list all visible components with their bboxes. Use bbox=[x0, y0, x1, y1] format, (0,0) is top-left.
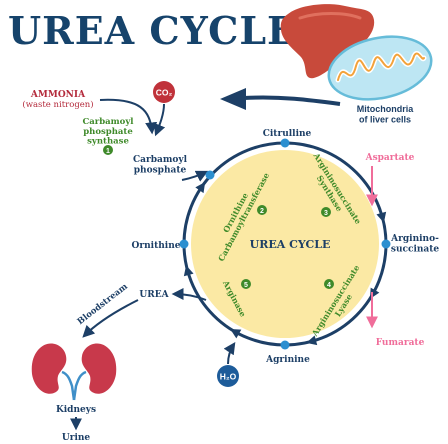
urea-label: UREA bbox=[139, 290, 169, 300]
enzyme-3-badge bbox=[321, 207, 331, 217]
enzyme-5-number: 5 bbox=[244, 282, 248, 289]
cycle-arrowhead-5 bbox=[183, 265, 194, 277]
cycle-arrowhead-3 bbox=[306, 335, 318, 346]
liver-icon bbox=[280, 4, 375, 79]
enzyme-5-badge bbox=[241, 279, 251, 289]
ammonia-label: AMMONIA bbox=[30, 90, 86, 100]
co2-label: CO₂ bbox=[156, 88, 173, 98]
citrulline-label: Citrulline bbox=[263, 129, 312, 139]
enzyme-1-badge bbox=[103, 145, 113, 155]
co2-bubble bbox=[153, 81, 175, 103]
mitochondria-icon bbox=[327, 35, 433, 101]
bloodstream-arrow bbox=[82, 299, 139, 338]
citrulline-node bbox=[280, 138, 290, 148]
h2o-bubble bbox=[217, 365, 239, 387]
arginine-label: Agrinine bbox=[265, 355, 310, 365]
cycle-arrowhead-6 bbox=[195, 182, 206, 194]
fumarate-label: Fumarate bbox=[376, 338, 425, 348]
co2-arrow bbox=[153, 103, 166, 137]
carbamoyl-to-cycle-arrow bbox=[181, 170, 209, 182]
ammonia-sublabel: (waste nitrogen) bbox=[22, 99, 93, 110]
ammonia-arrow bbox=[99, 98, 158, 135]
argininosuccinate-node bbox=[381, 239, 391, 249]
kidneys-icon bbox=[31, 343, 117, 401]
enzyme-4-badge bbox=[324, 279, 334, 289]
cycle-arrowhead-4 bbox=[230, 329, 242, 339]
enzyme-2-badge bbox=[257, 205, 267, 215]
ornithine-node bbox=[179, 239, 189, 249]
enzyme-2-number: 2 bbox=[260, 208, 264, 215]
ornithine-label: Ornithine bbox=[132, 241, 181, 251]
cycle-direction-arrows bbox=[183, 182, 387, 346]
enzyme-4-number: 4 bbox=[327, 282, 331, 289]
enzyme-1-number: 1 bbox=[106, 148, 110, 155]
mitochondria-arrow bbox=[243, 95, 341, 106]
cycle-arrowhead-1 bbox=[376, 211, 387, 223]
argininosuccinate-label: Arginino-succinate bbox=[390, 234, 439, 254]
enzyme-3-number: 3 bbox=[324, 210, 328, 217]
arginine-node bbox=[280, 340, 290, 350]
carbamoyl-entry-node bbox=[205, 170, 215, 180]
urea-out-arrow bbox=[171, 288, 207, 301]
title: UREA CYCLE bbox=[8, 8, 297, 53]
h2o-label: H₂O bbox=[220, 372, 237, 382]
aspartate-label: Aspartate bbox=[365, 153, 415, 163]
cycle-center-label: UREA CYCLE bbox=[250, 238, 331, 251]
kidneys-label: Kidneys bbox=[56, 405, 96, 415]
h2o-arrow bbox=[223, 342, 236, 365]
cycle-disc bbox=[191, 150, 379, 338]
mitochondria-arrow-head bbox=[220, 88, 246, 110]
urine-label: Urine bbox=[62, 433, 91, 443]
